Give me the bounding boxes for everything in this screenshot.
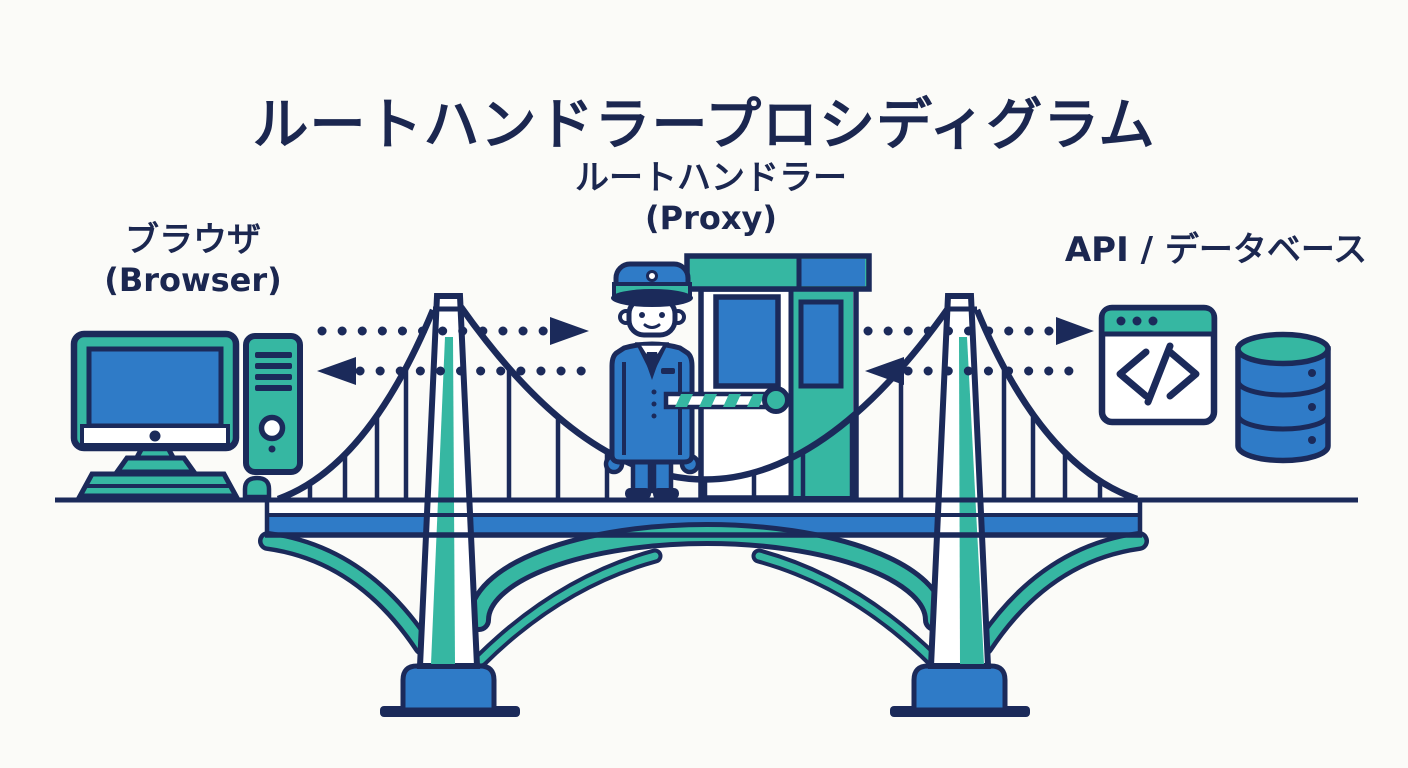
cable-hangers — [307, 367, 1103, 499]
arrowhead-right-icon — [550, 317, 589, 345]
suspension-cables — [276, 305, 1139, 503]
arrow-proxy-to-api — [863, 317, 1094, 345]
proxy-label-en: (Proxy) — [645, 198, 777, 237]
browser-label-jp: ブラウザ — [125, 220, 261, 260]
api-node-label: API / データベース — [1065, 230, 1367, 271]
diagram-title: ルートハンドラープロシディグラム — [252, 92, 1156, 158]
computer-icon — [70, 330, 303, 500]
monitor-icon — [70, 330, 240, 475]
browser-label-en: (Browser) — [104, 260, 282, 299]
guard-icon — [603, 261, 701, 499]
proxy-label-jp: ルートハンドラー — [575, 158, 847, 198]
arrowhead-left-icon — [317, 357, 356, 385]
arrow-browser-to-proxy — [317, 317, 589, 345]
pc-tower-icon — [243, 333, 303, 475]
api-label: API / データベース — [1064, 230, 1368, 270]
barrier-gate-icon — [663, 386, 790, 414]
mouse-icon — [242, 475, 272, 500]
arrowhead-left-icon — [865, 357, 904, 385]
flow-arrows — [317, 317, 1094, 385]
arrow-api-to-proxy — [865, 357, 1092, 385]
database-icon — [1235, 331, 1331, 464]
proxy-node-label: ルートハンドラー (Proxy) — [575, 158, 847, 237]
booth-door-window — [798, 299, 844, 389]
code-icon — [1116, 342, 1200, 406]
browser-node-label: ブラウザ (Browser) — [104, 220, 282, 299]
arrow-proxy-to-browser — [317, 357, 597, 385]
browser-window-icon — [1098, 304, 1218, 426]
booth-window — [713, 294, 781, 389]
guard-cap-icon — [611, 261, 693, 307]
keyboard-icon — [75, 471, 241, 499]
arrowhead-right-icon — [1056, 317, 1094, 345]
bridge-arches — [258, 522, 1149, 668]
